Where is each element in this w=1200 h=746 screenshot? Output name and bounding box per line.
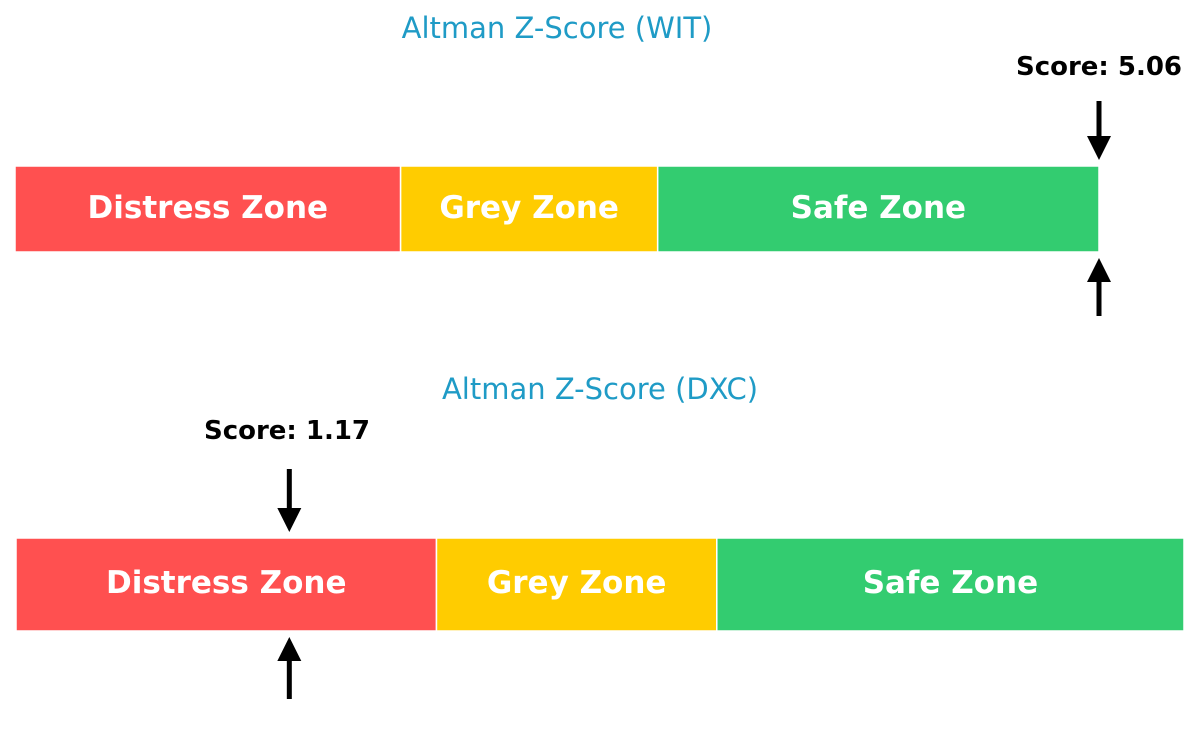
score-arrows-dxc xyxy=(277,469,302,699)
grey-zone-bar-wit xyxy=(399,165,659,253)
zone-labels-wit: Distress Zone Grey Zone Safe Zone xyxy=(88,190,967,226)
score-label-dxc: Score: 1.17 xyxy=(204,416,370,446)
score-arrow-top-dxc xyxy=(277,469,302,532)
score-arrow-top-wit xyxy=(1087,101,1111,160)
zone-labels-dxc: Distress Zone Grey Zone Safe Zone xyxy=(106,565,1038,601)
panel-dxc: Altman Z-Score (DXC) Score: 1.17 Distres… xyxy=(15,372,1185,699)
grey-zone-label-wit: Grey Zone xyxy=(439,190,619,226)
distress-zone-bar-wit xyxy=(14,165,402,253)
safe-zone-bar-wit xyxy=(656,165,1100,253)
zone-bars-dxc xyxy=(15,537,1185,632)
chart-title-wit: Altman Z-Score (WIT) xyxy=(402,11,713,45)
distress-zone-bar-dxc xyxy=(15,537,438,632)
zone-bars-wit xyxy=(14,165,1100,253)
safe-zone-label-wit: Safe Zone xyxy=(791,190,966,226)
panel-wit: Altman Z-Score (WIT) Score: 5.06 Distres… xyxy=(14,11,1182,316)
score-arrow-bottom-wit xyxy=(1087,258,1111,316)
score-arrow-bottom-dxc xyxy=(277,637,302,699)
distress-zone-label-wit: Distress Zone xyxy=(88,190,329,226)
safe-zone-bar-dxc xyxy=(716,537,1185,632)
chart-title-dxc: Altman Z-Score (DXC) xyxy=(442,372,758,406)
grey-zone-label-dxc: Grey Zone xyxy=(487,565,667,601)
score-label-wit: Score: 5.06 xyxy=(1016,52,1182,82)
grey-zone-bar-dxc xyxy=(435,537,718,632)
score-arrows-wit xyxy=(1087,101,1111,316)
distress-zone-label-dxc: Distress Zone xyxy=(106,565,347,601)
safe-zone-label-dxc: Safe Zone xyxy=(863,565,1038,601)
